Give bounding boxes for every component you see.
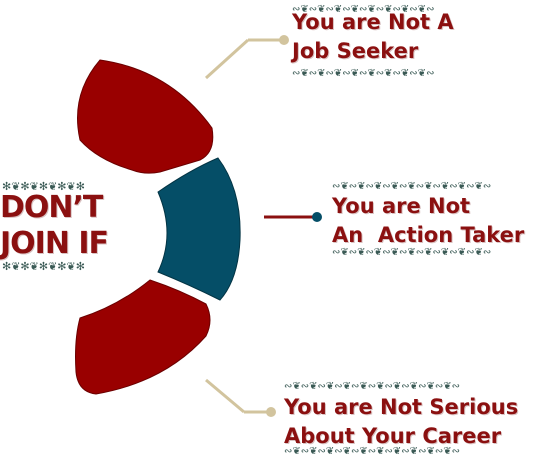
segment-bottom: [75, 279, 211, 395]
title-line-2: JOIN IF: [0, 226, 109, 261]
label-middle-line-1: You are Not: [332, 194, 471, 218]
segment-top: [77, 59, 214, 174]
label-bottom-line-1: You are Not Serious: [284, 395, 519, 419]
svg-text:✻❦✻❦✻❦✻❦✻: ✻❦✻❦✻❦✻❦✻: [2, 180, 85, 193]
label-top-line-1: You are Not A: [292, 10, 454, 34]
title-line-1: DON’T: [0, 190, 103, 225]
ornament-title-bottom: ✻❦✻❦✻❦✻❦✻: [2, 260, 85, 273]
svg-text:∾❦∾❦∾❦∾❦∾❦∾❦∾❦∾❦∾: ∾❦∾❦∾❦∾❦∾❦∾❦∾❦∾❦∾: [292, 4, 434, 15]
label-top: You are Not A Job Seeker: [292, 8, 454, 66]
label-bottom: You are Not Serious About Your Career: [284, 393, 518, 451]
diagram-title: DON’T JOIN IF: [0, 190, 120, 262]
connector-middle: [264, 212, 322, 222]
svg-text:∾❦∾❦∾❦∾❦∾❦∾❦∾❦∾❦∾: ∾❦∾❦∾❦∾❦∾❦∾❦∾❦∾❦∾: [292, 68, 434, 79]
svg-text:✻❦✻❦✻❦✻❦✻: ✻❦✻❦✻❦✻❦✻: [2, 260, 85, 273]
connector-bottom: [205, 378, 276, 417]
svg-text:∾❦∾❦∾❦∾❦∾❦∾❦∾❦∾❦∾❦∾: ∾❦∾❦∾❦∾❦∾❦∾❦∾❦∾❦∾❦∾: [332, 181, 491, 192]
svg-text:∾❦∾❦∾❦∾❦∾❦∾❦∾❦∾❦∾❦∾: ∾❦∾❦∾❦∾❦∾❦∾❦∾❦∾❦∾❦∾: [332, 247, 491, 258]
ornament-title-top: ✻❦✻❦✻❦✻❦✻: [2, 180, 85, 193]
svg-text:∾❦∾❦∾❦∾❦∾❦∾❦∾❦∾❦∾❦∾❦∾: ∾❦∾❦∾❦∾❦∾❦∾❦∾❦∾❦∾❦∾❦∾: [284, 446, 460, 457]
label-bottom-line-2: About Your Career: [284, 424, 502, 448]
segment-middle: [157, 157, 241, 301]
label-middle: You are Not An Action Taker: [332, 192, 524, 250]
ornament-top-label: ∾❦∾❦∾❦∾❦∾❦∾❦∾❦∾❦∾ ∾❦∾❦∾❦∾❦∾❦∾❦∾❦∾❦∾: [292, 4, 434, 79]
svg-text:∾❦∾❦∾❦∾❦∾❦∾❦∾❦∾❦∾❦∾❦∾: ∾❦∾❦∾❦∾❦∾❦∾❦∾❦∾❦∾❦∾❦∾: [284, 381, 460, 392]
label-middle-line-2: An Action Taker: [332, 223, 525, 247]
ornament-bot-label: ∾❦∾❦∾❦∾❦∾❦∾❦∾❦∾❦∾❦∾❦∾ ∾❦∾❦∾❦∾❦∾❦∾❦∾❦∾❦∾❦…: [284, 381, 460, 457]
connector-top: [204, 35, 289, 80]
ornament-mid-label: ∾❦∾❦∾❦∾❦∾❦∾❦∾❦∾❦∾❦∾ ∾❦∾❦∾❦∾❦∾❦∾❦∾❦∾❦∾❦∾: [332, 181, 491, 258]
label-top-line-2: Job Seeker: [292, 39, 419, 63]
